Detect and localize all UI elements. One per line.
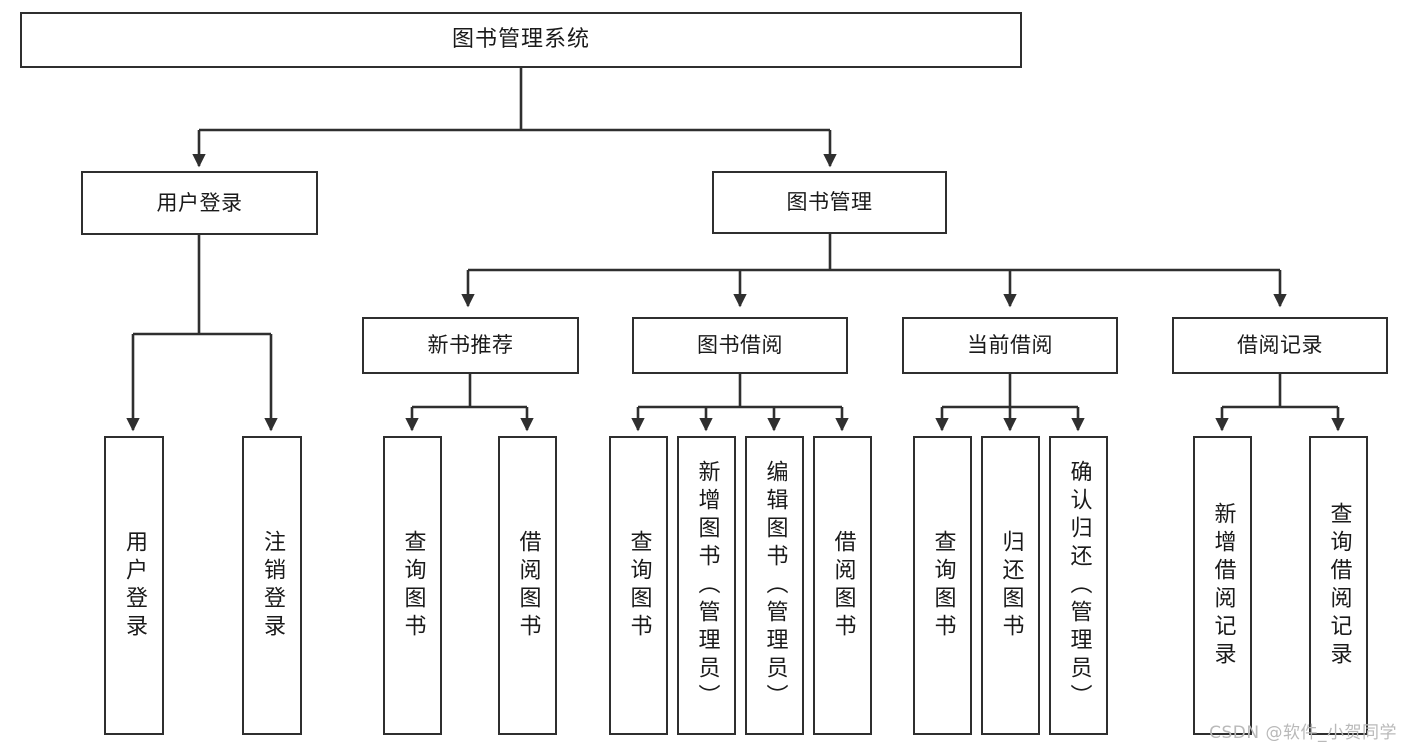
node-borrow-records[interactable]: 借阅记录 [1172, 317, 1388, 374]
leaf-confirm-return-admin[interactable]: 确认归还（管理员） [1049, 436, 1108, 735]
leaf-borrow-books[interactable]: 借阅图书 [813, 436, 872, 735]
node-book-management[interactable]: 图书管理 [712, 171, 947, 234]
node-label: 借阅图书 [830, 529, 856, 642]
node-label: 当前借阅 [967, 333, 1053, 358]
node-new-book-recommend[interactable]: 新书推荐 [362, 317, 579, 374]
node-label: 查询图书 [930, 529, 956, 642]
leaf-add-book-admin[interactable]: 新增图书（管理员） [677, 436, 736, 735]
leaf-add-borrow-record[interactable]: 新增借阅记录 [1193, 436, 1252, 735]
leaf-query-books-borrow[interactable]: 查询图书 [609, 436, 668, 735]
node-user-login[interactable]: 用户登录 [81, 171, 318, 235]
node-label: 图书借阅 [697, 333, 783, 358]
leaf-query-books-recommend[interactable]: 查询图书 [383, 436, 442, 735]
node-label: 注销登录 [260, 529, 285, 642]
leaf-query-borrow-record[interactable]: 查询借阅记录 [1309, 436, 1368, 735]
node-label: 用户登录 [156, 190, 243, 215]
node-label: 借阅记录 [1237, 333, 1323, 358]
leaf-user-login[interactable]: 用户登录 [104, 436, 164, 735]
node-label: 借阅图书 [515, 529, 541, 642]
leaf-logout[interactable]: 注销登录 [242, 436, 302, 735]
leaf-query-books-current[interactable]: 查询图书 [913, 436, 972, 735]
node-label: 归还图书 [998, 529, 1024, 642]
csdn-watermark: CSDN @软件_小贺同学 [1209, 723, 1397, 743]
leaf-return-books[interactable]: 归还图书 [981, 436, 1040, 735]
node-label: 查询图书 [626, 529, 652, 642]
node-label: 确认归还（管理员） [1066, 459, 1092, 712]
leaf-edit-book-admin[interactable]: 编辑图书（管理员） [745, 436, 804, 735]
node-label: 新增借阅记录 [1210, 501, 1236, 670]
node-book-borrow[interactable]: 图书借阅 [632, 317, 848, 374]
node-label: 新书推荐 [427, 333, 514, 358]
node-current-borrow[interactable]: 当前借阅 [902, 317, 1118, 374]
node-label: 图书管理 [786, 190, 873, 215]
leaf-borrow-books-recommend[interactable]: 借阅图书 [498, 436, 557, 735]
node-root-system[interactable]: 图书管理系统 [20, 12, 1022, 68]
node-label: 图书管理系统 [451, 27, 590, 53]
node-label: 查询借阅记录 [1326, 501, 1352, 670]
node-label: 编辑图书（管理员） [762, 459, 788, 712]
node-label: 新增图书（管理员） [694, 459, 720, 712]
node-label: 查询图书 [400, 529, 426, 642]
node-label: 用户登录 [122, 529, 147, 642]
